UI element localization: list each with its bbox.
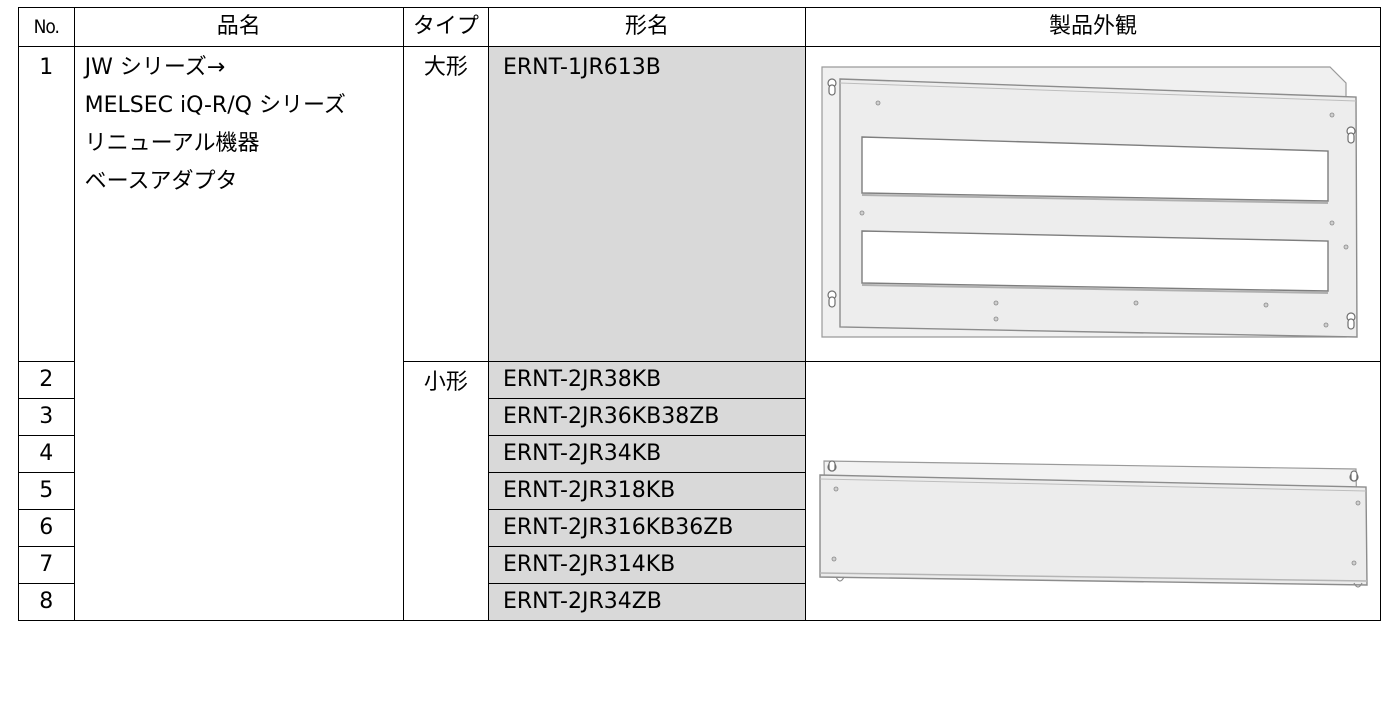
product-name-line: MELSEC iQ-R/Q シリーズ <box>84 93 346 118</box>
model-cell: ERNT-1JR613B <box>487 46 806 362</box>
model-cell: ERNT-2JR34KB <box>487 435 806 473</box>
large-adapter-image <box>804 46 1381 362</box>
type-cell: 小形 <box>402 361 489 621</box>
large-base-adapter-plate <box>821 66 1358 338</box>
product-name-line: リニューアル機器 <box>84 131 260 156</box>
header-row: No. 品名 タイプ 形名 製品外観 <box>18 7 1381 47</box>
row-number: 7 <box>18 546 75 584</box>
row-number: 1 <box>18 46 75 362</box>
row-number: 6 <box>18 509 75 547</box>
header-product-name: 品名 <box>73 7 404 47</box>
row-number: 2 <box>18 361 75 399</box>
row-number: 4 <box>18 435 75 473</box>
small-adapter-image <box>804 361 1381 621</box>
header-model: 形名 <box>487 7 806 47</box>
model-cell: ERNT-2JR316KB36ZB <box>487 509 806 547</box>
small-base-adapter-plate <box>819 460 1368 588</box>
model-cell: ERNT-2JR36KB38ZB <box>487 398 806 436</box>
model-cell: ERNT-2JR318KB <box>487 472 806 510</box>
table-row: 5 ERNT-2JR318KB <box>18 472 1381 510</box>
row-number: 8 <box>18 583 75 621</box>
model-cell: ERNT-2JR38KB <box>487 361 806 399</box>
header-type: タイプ <box>402 7 489 47</box>
type-cell: 大形 <box>402 46 489 362</box>
product-name-line: JW シリーズ→ <box>84 55 226 80</box>
product-name-line: ベースアダプタ <box>84 169 238 194</box>
table-row: 2 小形 ERNT-2JR38KB <box>18 361 1381 621</box>
table-row: 4 ERNT-2JR34KB <box>18 435 1381 473</box>
model-cell: ERNT-2JR34ZB <box>487 583 806 621</box>
model-cell: ERNT-2JR314KB <box>487 546 806 584</box>
product-name-cell: JW シリーズ→ MELSEC iQ-R/Q シリーズ リニューアル機器 ベース… <box>73 46 404 621</box>
product-table: No. 品名 タイプ 形名 製品外観 1 JW シリーズ→ MELSEC iQ-… <box>18 7 1381 621</box>
table-row: 8 ERNT-2JR34ZB <box>18 583 1381 621</box>
row-number: 5 <box>18 472 75 510</box>
table-row: 1 JW シリーズ→ MELSEC iQ-R/Q シリーズ リニューアル機器 ベ… <box>18 46 1381 621</box>
row-number: 3 <box>18 398 75 436</box>
table-row: 3 ERNT-2JR36KB38ZB <box>18 398 1381 436</box>
header-no: No. <box>18 7 75 47</box>
header-appearance: 製品外観 <box>804 7 1381 47</box>
